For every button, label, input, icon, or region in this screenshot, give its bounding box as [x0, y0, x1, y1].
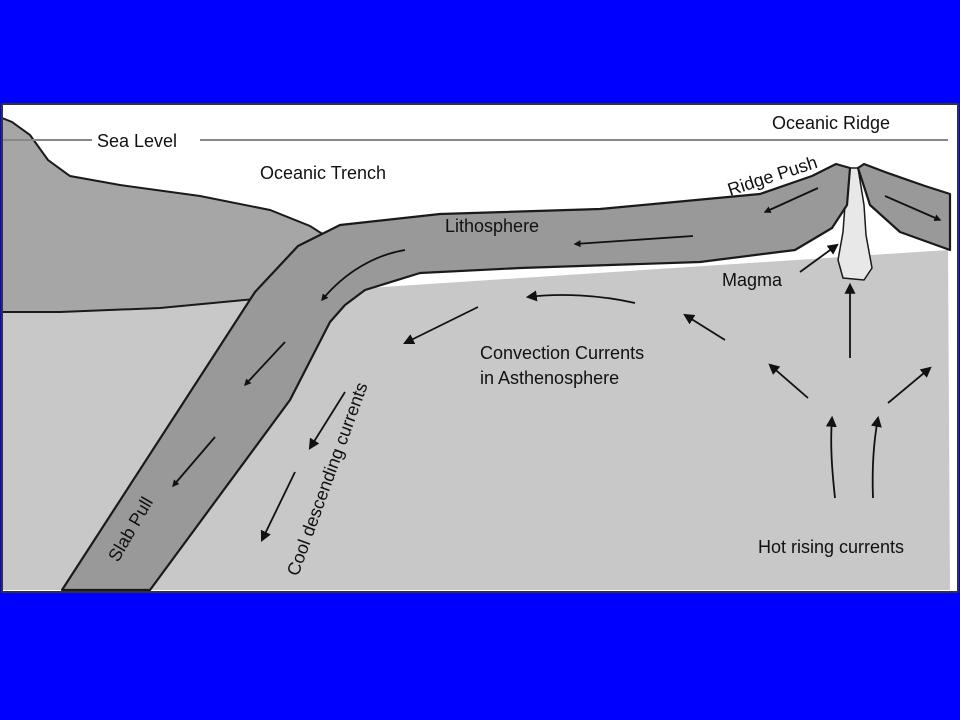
oceanic-ridge-label: Oceanic Ridge — [772, 113, 890, 133]
cool-arrow-1 — [308, 391, 346, 450]
right-plate — [856, 162, 952, 252]
hot-rising-label: Hot rising currents — [758, 537, 904, 557]
convection-arrow-mid-left — [768, 363, 809, 399]
ridge-push-arrow-left — [763, 187, 819, 213]
convection-arrow-left — [403, 306, 479, 345]
cool-arrow-2 — [260, 471, 296, 542]
ridge-push-arrow-right — [884, 195, 942, 221]
continent — [1, 116, 334, 313]
magma-label: Magma — [722, 270, 783, 290]
convection-arrow-mid-right — [887, 366, 932, 404]
sea-level-label: Sea Level — [97, 131, 177, 151]
convection-label-line2: in Asthenosphere — [480, 368, 619, 388]
hot-rising-arrow-left — [825, 415, 837, 499]
bend-arrow — [321, 249, 406, 302]
convection-arrow-upper-left — [683, 313, 726, 341]
slab-arrow-lower — [172, 436, 216, 488]
convection-arrow-top — [525, 290, 636, 304]
lithosphere-arrow — [573, 235, 694, 248]
slab-arrow-upper — [244, 341, 286, 387]
hot-rising-arrow-right — [870, 415, 882, 499]
convection-label-line1: Convection Currents — [480, 343, 644, 363]
lithosphere-label: Lithosphere — [445, 216, 539, 236]
magma-arrow — [799, 243, 839, 273]
sea-level-label-bg — [92, 128, 200, 152]
oceanic-trench-label: Oceanic Trench — [260, 163, 386, 183]
diagram-frame — [1, 103, 959, 593]
